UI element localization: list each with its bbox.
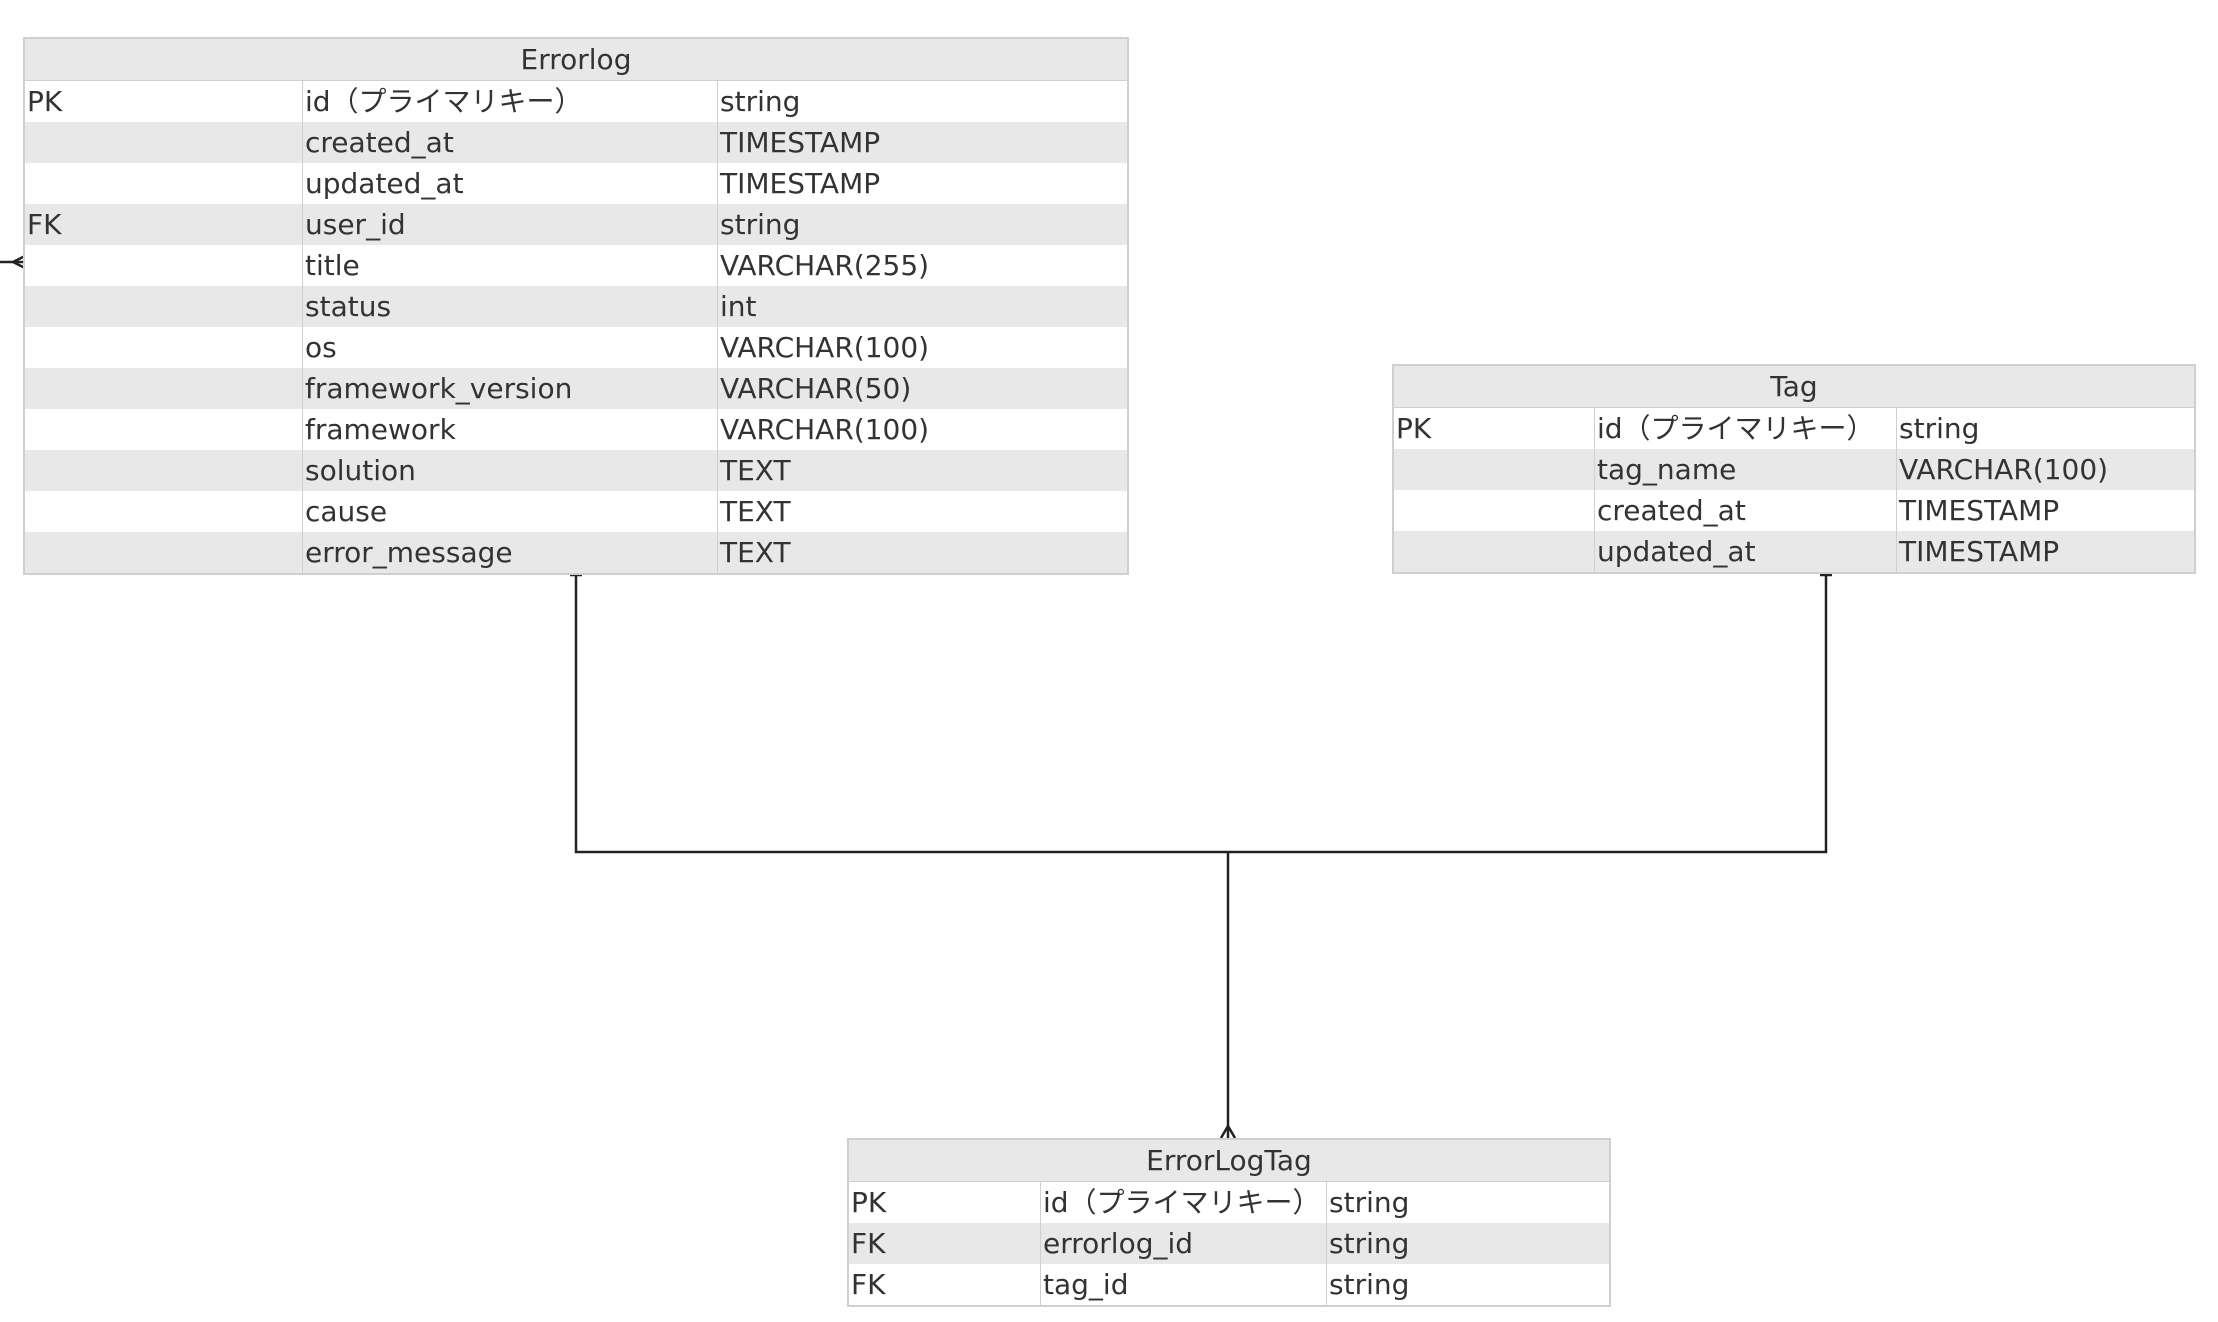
column-type-cell: TIMESTAMP bbox=[717, 122, 1127, 163]
key-cell bbox=[25, 122, 302, 163]
key-cell bbox=[25, 368, 302, 409]
entity-title: Errorlog bbox=[25, 39, 1127, 81]
many-marker-errorlogtag bbox=[1219, 1123, 1237, 1139]
connector-errorlog-errorlogtag bbox=[574, 569, 1228, 854]
column-name-cell: updated_at bbox=[1594, 531, 1896, 572]
column-name-cell: errorlog_id bbox=[1040, 1223, 1326, 1264]
column-name-cell: id（プライマリキー） bbox=[302, 81, 717, 122]
key-cell: PK bbox=[27, 85, 63, 118]
column-type-cell: TEXT bbox=[717, 450, 1127, 491]
column-name-cell: framework_version bbox=[302, 368, 717, 409]
column-name-cell: id（プライマリキー） bbox=[1040, 1182, 1326, 1223]
column-type-cell: TIMESTAMP bbox=[1896, 531, 2194, 572]
key-cell bbox=[1394, 490, 1594, 531]
column-type-cell: VARCHAR(50) bbox=[717, 368, 1127, 409]
column-type-cell: string bbox=[717, 81, 1127, 122]
column-type-cell: int bbox=[717, 286, 1127, 327]
column-name-cell: error_message bbox=[302, 532, 717, 573]
column-name-cell: user_id bbox=[302, 204, 717, 245]
column-type-cell: VARCHAR(255) bbox=[717, 245, 1127, 286]
column-type-cell: VARCHAR(100) bbox=[717, 409, 1127, 450]
column-name-cell: tag_id bbox=[1040, 1264, 1326, 1305]
key-cell bbox=[25, 286, 302, 327]
column-name-cell: created_at bbox=[302, 122, 717, 163]
column-type-cell: string bbox=[1896, 408, 2194, 449]
many-marker-errorlog-left bbox=[10, 254, 26, 270]
column-name-cell: title bbox=[302, 245, 717, 286]
column-name-cell: framework bbox=[302, 409, 717, 450]
key-cell bbox=[1394, 449, 1594, 490]
key-cell bbox=[25, 450, 302, 491]
entity-row[interactable]: PK id（プライマリキー）string bbox=[25, 81, 1127, 122]
column-type-cell: TEXT bbox=[717, 532, 1127, 573]
key-cell: PK bbox=[851, 1186, 887, 1219]
column-name-cell: cause bbox=[302, 491, 717, 532]
column-type-cell: string bbox=[1326, 1223, 1609, 1264]
entity-row[interactable]: PK id（プライマリキー）string bbox=[1394, 408, 2194, 449]
column-name-cell: updated_at bbox=[302, 163, 717, 204]
key-cell bbox=[25, 245, 302, 286]
column-type-cell: string bbox=[717, 204, 1127, 245]
key-cell: PK bbox=[1396, 412, 1432, 445]
column-name-cell: os bbox=[302, 327, 717, 368]
key-cell bbox=[25, 532, 302, 573]
column-name-cell: id（プライマリキー） bbox=[1594, 408, 1896, 449]
column-name-cell: created_at bbox=[1594, 490, 1896, 531]
column-type-cell: VARCHAR(100) bbox=[1896, 449, 2194, 490]
entity-title: ErrorLogTag bbox=[849, 1140, 1609, 1182]
key-cell bbox=[25, 327, 302, 368]
entity-title: Tag bbox=[1394, 366, 2194, 408]
entity-row[interactable]: PK id（プライマリキー）string bbox=[849, 1182, 1609, 1223]
connector-tag-errorlogtag bbox=[1228, 569, 1828, 854]
column-type-cell: TEXT bbox=[717, 491, 1127, 532]
column-name-cell: solution bbox=[302, 450, 717, 491]
key-cell: FK bbox=[27, 208, 62, 241]
key-cell: FK bbox=[851, 1227, 886, 1260]
column-name-cell: status bbox=[302, 286, 717, 327]
column-type-cell: VARCHAR(100) bbox=[717, 327, 1127, 368]
column-type-cell: TIMESTAMP bbox=[1896, 490, 2194, 531]
column-type-cell: string bbox=[1326, 1182, 1609, 1223]
key-cell bbox=[25, 409, 302, 450]
key-cell bbox=[1394, 531, 1594, 572]
key-cell bbox=[25, 491, 302, 532]
column-type-cell: string bbox=[1326, 1264, 1609, 1305]
column-name-cell: tag_name bbox=[1594, 449, 1896, 490]
column-type-cell: TIMESTAMP bbox=[717, 163, 1127, 204]
key-cell bbox=[25, 163, 302, 204]
key-cell: FK bbox=[851, 1268, 886, 1301]
